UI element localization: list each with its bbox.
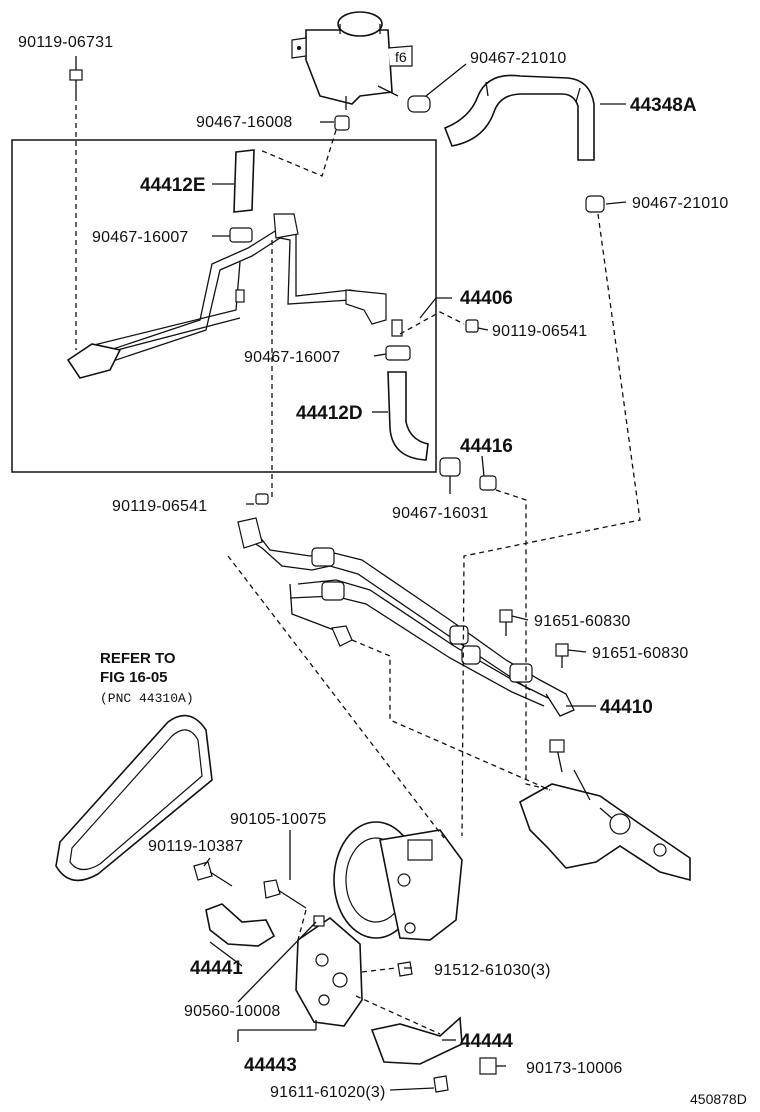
label-90119-10387: 90119-10387 bbox=[148, 838, 243, 855]
label-90467-21010-right: 90467-21010 bbox=[632, 195, 729, 212]
bolt-90105-10075 bbox=[263, 879, 307, 909]
reference-note-line1: REFER TO bbox=[100, 650, 176, 667]
assembly-group-frame bbox=[11, 139, 437, 473]
diagram-id: 450878D bbox=[690, 1091, 747, 1107]
dashed-guide-lines bbox=[75, 96, 641, 1035]
vane-pump-assembly bbox=[333, 821, 463, 941]
label-90560-10008: 90560-10008 bbox=[184, 1003, 281, 1020]
label-91512-61030: 91512-61030(3) bbox=[434, 962, 551, 979]
hose-clamp-90467-21010-right bbox=[585, 195, 605, 213]
hose-44412E bbox=[233, 149, 255, 213]
reference-note-line2: FIG 16-05 bbox=[100, 669, 168, 686]
label-90119-06541-a: 90119-06541 bbox=[492, 323, 587, 340]
bracket-44444 bbox=[370, 1016, 463, 1065]
drive-belt bbox=[55, 714, 213, 882]
reference-note-line3: (PNC 44310A) bbox=[100, 691, 194, 706]
bolt-91651-60830-a bbox=[499, 609, 513, 636]
label-91611-61020: 91611-61020(3) bbox=[270, 1084, 385, 1101]
pressure-feed-tube-44410 bbox=[237, 517, 575, 717]
oil-cooler-tube-44406 bbox=[66, 213, 403, 379]
label-90467-16007-a: 90467-16007 bbox=[92, 229, 189, 246]
label-44412E: 44412E bbox=[140, 175, 206, 196]
bolt-90119-06731 bbox=[69, 69, 83, 96]
label-90467-21010-top: 90467-21010 bbox=[470, 50, 567, 67]
bolt-91651-60830-b bbox=[555, 643, 569, 668]
label-90119-06541-b: 90119-06541 bbox=[112, 498, 207, 515]
bolt-90119-10387 bbox=[193, 861, 233, 887]
label-44443: 44443 bbox=[244, 1055, 297, 1076]
svg-text:f6: f6 bbox=[395, 49, 407, 65]
hose-clamp-90467-16031 bbox=[439, 457, 461, 477]
steering-gear-housing bbox=[519, 739, 691, 882]
hose-44412D bbox=[387, 371, 429, 461]
label-91651-60830-b: 91651-60830 bbox=[592, 645, 689, 662]
label-90467-16007-b: 90467-16007 bbox=[244, 349, 341, 366]
label-44348A: 44348A bbox=[630, 95, 697, 116]
pump-bracket-44443 bbox=[295, 916, 363, 1027]
bolt-91611-61020 bbox=[433, 1075, 449, 1093]
label-44441: 44441 bbox=[190, 958, 243, 979]
bolt-91512-61030 bbox=[397, 961, 413, 977]
label-90467-16008: 90467-16008 bbox=[196, 114, 293, 131]
label-90467-16031: 90467-16031 bbox=[392, 505, 489, 522]
bolt-90119-06541-b bbox=[255, 493, 269, 505]
label-90119-06731: 90119-06731 bbox=[18, 34, 113, 51]
hose-clamp-90467-16007-b bbox=[385, 345, 411, 361]
hose-clamp-90467-16007-a bbox=[229, 227, 253, 243]
label-44416: 44416 bbox=[460, 436, 513, 457]
reservoir-tank: f6 bbox=[291, 11, 413, 110]
bolt-90119-06541-a bbox=[465, 319, 479, 333]
nut-90173-10006 bbox=[479, 1057, 497, 1075]
label-44412D: 44412D bbox=[296, 403, 363, 424]
label-90173-10006: 90173-10006 bbox=[526, 1060, 623, 1077]
label-44406: 44406 bbox=[460, 288, 513, 309]
union-bolt-44416 bbox=[479, 475, 497, 491]
label-44444: 44444 bbox=[460, 1031, 513, 1052]
return-hose-44348A bbox=[443, 74, 595, 161]
hose-clamp-90467-16008 bbox=[334, 115, 350, 131]
hose-clamp-90467-21010-top bbox=[407, 95, 431, 113]
label-44410: 44410 bbox=[600, 697, 653, 718]
label-90105-10075: 90105-10075 bbox=[230, 811, 327, 828]
nut-90560-10008 bbox=[313, 915, 325, 927]
bracket-44441 bbox=[205, 903, 276, 947]
leader-lines bbox=[75, 56, 627, 1091]
label-91651-60830-a: 91651-60830 bbox=[534, 613, 631, 630]
